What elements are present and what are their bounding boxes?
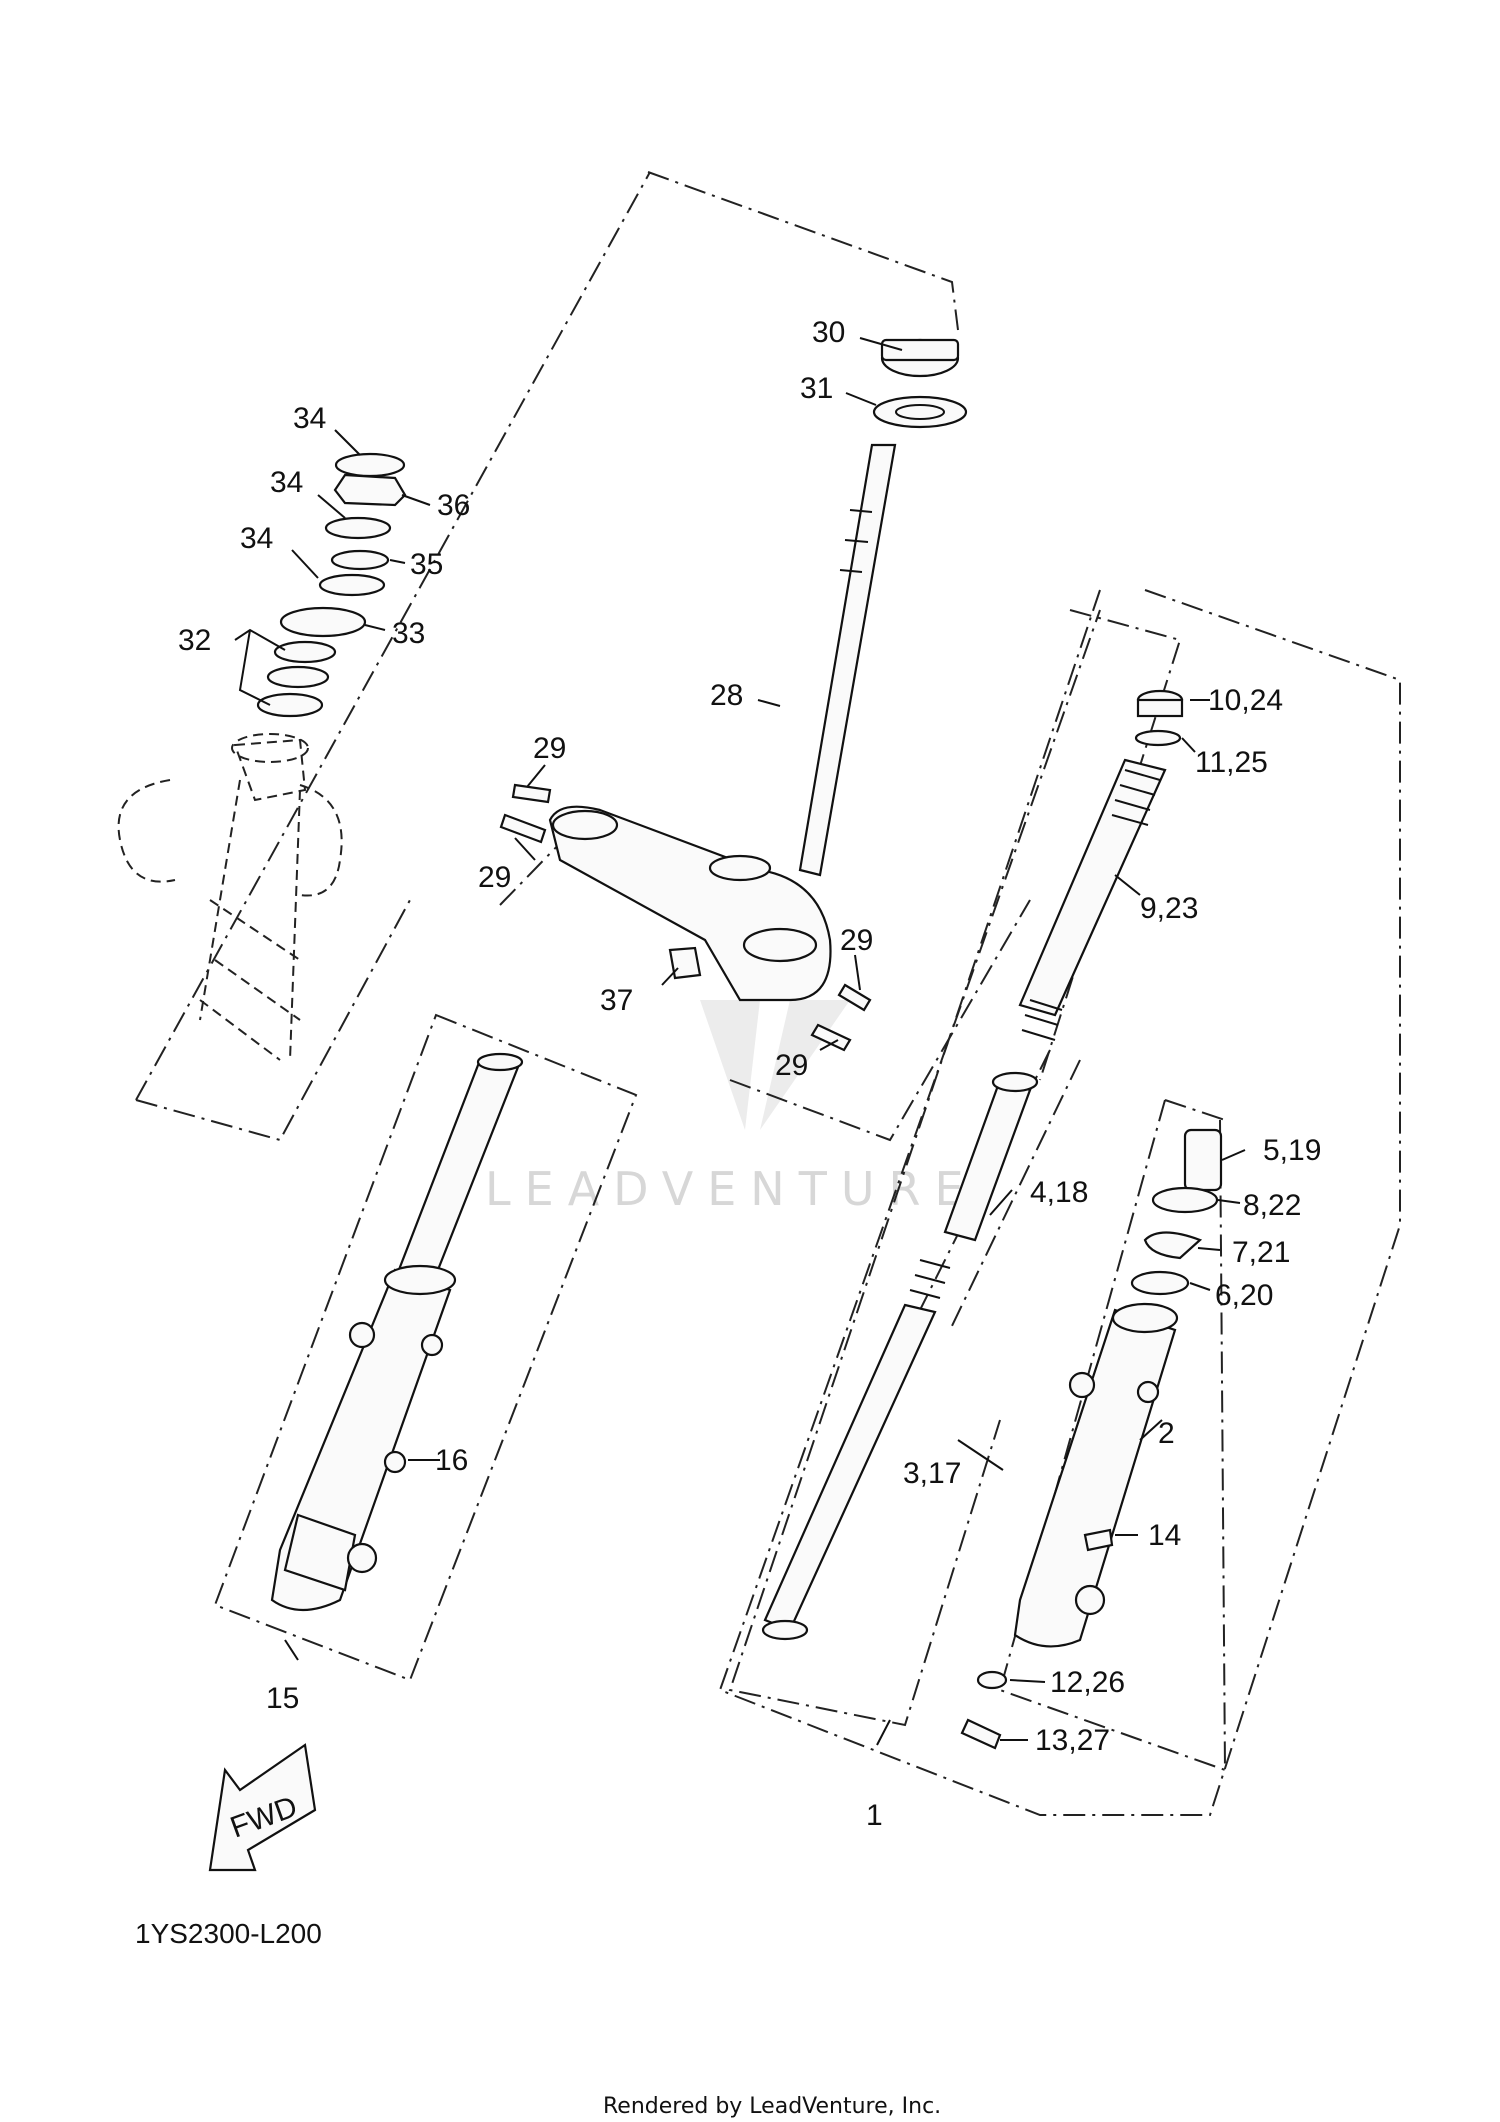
spring-9 bbox=[1018, 758, 1167, 1017]
callout-30: 30 bbox=[812, 316, 845, 349]
bolt-14 bbox=[1083, 1528, 1114, 1552]
callout-16: 16 bbox=[435, 1444, 468, 1477]
stem-group-outline bbox=[135, 171, 959, 1142]
bearing-stack-top bbox=[872, 338, 968, 429]
footer-credit: Rendered by LeadVenture, Inc. bbox=[603, 2094, 941, 2119]
callout-28: 28 bbox=[710, 679, 743, 712]
damper-rod-4 bbox=[943, 1078, 1032, 1242]
steering-stem-28 bbox=[798, 443, 897, 877]
bolt-13 bbox=[960, 1718, 1002, 1750]
gasket-12 bbox=[976, 1670, 1008, 1690]
fork-right-outline bbox=[718, 589, 1401, 1816]
frame-head-ghost bbox=[117, 733, 343, 1061]
callout-1: 1 bbox=[866, 1799, 883, 1832]
callout-37: 37 bbox=[600, 984, 633, 1017]
callout-9-23: 9,23 bbox=[1140, 892, 1198, 925]
callout-35: 35 bbox=[410, 548, 443, 581]
watermark-text: LEADVENTURE bbox=[485, 1162, 978, 1216]
callout-7-21: 7,21 bbox=[1232, 1236, 1290, 1269]
callout-8-22: 8,22 bbox=[1243, 1189, 1301, 1222]
fork-left-15 bbox=[270, 1052, 524, 1611]
fork-left-outline bbox=[213, 1013, 638, 1682]
callout-14: 14 bbox=[1148, 1519, 1181, 1552]
fork-right-internals bbox=[761, 689, 1223, 1750]
callout-34-b: 34 bbox=[270, 466, 303, 499]
callout-29-a: 29 bbox=[533, 732, 566, 765]
callout-12-26: 12,26 bbox=[1050, 1666, 1125, 1699]
watermark: LEADVENTURE bbox=[485, 1000, 978, 1216]
callout-10-24: 10,24 bbox=[1208, 684, 1283, 717]
leader-lines bbox=[234, 337, 1246, 1746]
callout-29-c: 29 bbox=[840, 924, 873, 957]
bearing-32 bbox=[266, 665, 330, 689]
callout-29-d: 29 bbox=[775, 1049, 808, 1082]
collar-5 bbox=[1183, 1128, 1223, 1192]
fwd-arrow: FWD bbox=[208, 1743, 317, 1872]
callout-32: 32 bbox=[178, 624, 211, 657]
clip-7 bbox=[1143, 1231, 1203, 1260]
washer-35 bbox=[330, 549, 390, 571]
callout-34-c: 34 bbox=[240, 522, 273, 555]
bolts-29 bbox=[499, 783, 872, 1052]
callout-34-a: 34 bbox=[293, 402, 326, 435]
callout-11-25: 11,25 bbox=[1195, 746, 1268, 779]
callout-31: 31 bbox=[800, 372, 833, 405]
callout-36: 36 bbox=[437, 489, 470, 522]
o-ring-11 bbox=[1134, 729, 1182, 747]
race-33 bbox=[279, 606, 367, 638]
callout-3-17: 3,17 bbox=[903, 1457, 961, 1490]
callout-labels: 30 31 34 34 34 36 35 33 32 28 29 29 29 2… bbox=[178, 316, 1321, 1832]
callout-2: 2 bbox=[1158, 1417, 1175, 1450]
callout-4-18: 4,18 bbox=[1030, 1176, 1088, 1209]
washer-6 bbox=[1130, 1270, 1190, 1296]
callout-6-20: 6,20 bbox=[1215, 1279, 1273, 1312]
nut-37 bbox=[668, 946, 702, 980]
seal-8 bbox=[1151, 1186, 1219, 1214]
under-bracket bbox=[548, 805, 832, 1002]
callout-13-27: 13,27 bbox=[1035, 1724, 1110, 1757]
washer-31 bbox=[872, 395, 968, 429]
outer-tube-group-outline bbox=[998, 1099, 1227, 1772]
diagram-code: 1YS2300-L200 bbox=[135, 1918, 322, 1949]
callout-15: 15 bbox=[266, 1682, 299, 1715]
callout-5-19: 5,19 bbox=[1263, 1134, 1321, 1167]
outer-tube-2 bbox=[1013, 1308, 1177, 1648]
callout-29-b: 29 bbox=[478, 861, 511, 894]
callout-33: 33 bbox=[392, 617, 425, 650]
lock-washer-36 bbox=[333, 473, 407, 507]
bearing-stack-left bbox=[256, 452, 407, 718]
